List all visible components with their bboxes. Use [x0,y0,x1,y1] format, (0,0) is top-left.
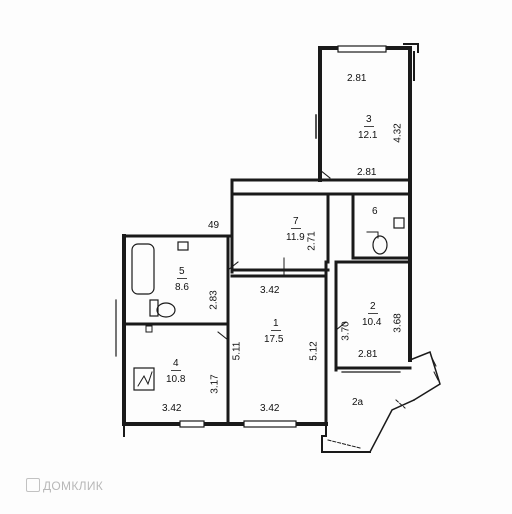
door-room1 [227,261,239,271]
door-room2 [335,321,347,331]
balcony-2a-rail [368,399,415,454]
door-room3 [319,169,331,179]
door-room6 [366,231,379,239]
vent-room4 [145,325,153,333]
window-room3 [337,45,387,53]
room-area-r4: 10.8 [166,374,186,385]
dim-r4-side: 3.17 [209,374,221,394]
room-number-r5: 5 [179,266,185,277]
dim-r4-bottom: 3.42 [162,403,182,414]
balcony-right-rail [409,351,441,402]
domclick-logo-icon [26,478,40,492]
room-area-r1: 17.5 [264,334,284,345]
dim-r7-side: 2.71 [306,231,318,251]
room-number-r7: 7 [293,216,299,227]
window-room1 [243,420,297,428]
bathtub-room5 [131,243,155,295]
room-area-r3: 12.1 [358,130,378,141]
room-area-r5: 8.6 [175,282,189,293]
stove-room4 [133,367,155,391]
sink-room6 [393,217,405,229]
dim-r2-left: 3.70 [340,321,352,341]
dim-r1-left: 5.11 [231,341,243,361]
room-area-r2: 10.4 [362,317,382,328]
room-number-r2: 2 [370,301,376,312]
room-number-r6: 6 [372,206,378,217]
dim-r3-side: 4.32 [392,123,404,143]
room-number-r4: 4 [173,358,179,369]
room-number-underlines [171,126,378,371]
toilet-room5 [156,302,176,318]
dim-r3-bottom: 2.81 [357,167,377,178]
dim-r3-top: 2.81 [347,73,367,84]
balcony-edge-top [403,43,419,81]
washer-room5 [149,299,159,317]
balcony-2a-hatch [327,399,406,449]
sink-room5 [177,241,189,251]
toilet-room6 [372,235,388,255]
dim-r2-bottom: 2.81 [358,349,378,360]
dim-r2-right: 3.68 [392,313,404,333]
balcony-2a-floor [321,423,371,453]
room-number-r3: 3 [366,114,372,125]
dim-r5-side: 2.83 [208,290,220,310]
dim-r1-bottom: 3.42 [260,403,280,414]
hall-marker: 49 [208,220,220,231]
dim-r7-bottom: 3.42 [260,285,280,296]
room-number-r2a: 2а [352,397,364,408]
domclick-watermark: ДОМКЛИК [26,478,103,493]
room-number-r1: 1 [273,318,279,329]
stove-mark-room4 [137,371,153,387]
room-area-r7: 11.9 [286,232,305,243]
dim-r1-right: 5.12 [308,341,320,361]
window-room4 [179,420,205,428]
door-room4 [217,331,229,341]
balcony-right-hatch [430,355,439,381]
watermark-text: ДОМКЛИК [43,479,104,493]
